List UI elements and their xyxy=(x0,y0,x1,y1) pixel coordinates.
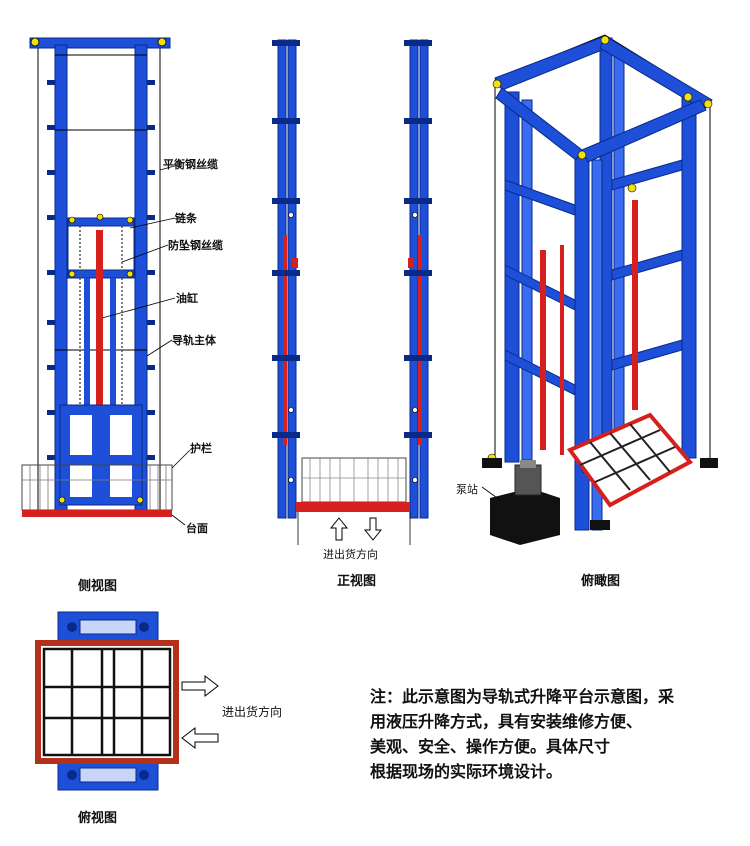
note-line-1: 注：此示意图为导轨式升降平台示意图，采 xyxy=(370,687,675,706)
label-cylinder: 油缸 xyxy=(176,292,198,305)
label-pump-station: 泵站 xyxy=(456,483,478,496)
caption-iso-view: 俯瞰图 xyxy=(581,574,621,589)
front-view-drawing xyxy=(272,39,432,545)
top-view-drawing xyxy=(35,611,219,791)
side-view-drawing xyxy=(21,37,191,526)
note-line-3: 美观、安全、操作方便。具体尺寸 xyxy=(370,737,611,756)
caption-top-view: 俯视图 xyxy=(78,811,118,826)
note-line-2: 用液压升降方式，具有安装维修方便、 xyxy=(370,712,643,731)
caption-front-view: 正视图 xyxy=(337,574,377,589)
label-chain: 链条 xyxy=(175,212,197,225)
label-fall-cable: 防坠钢丝缆 xyxy=(168,239,223,252)
label-guardrail: 护栏 xyxy=(190,442,212,455)
label-top-direction: 进出货方向 xyxy=(222,705,283,719)
label-front-direction: 进出货方向 xyxy=(323,548,378,561)
note-line-4: 根据现场的实际环境设计。 xyxy=(370,762,563,781)
caption-side-view: 侧视图 xyxy=(78,579,118,594)
label-rail: 导轨主体 xyxy=(172,334,216,347)
iso-view-drawing xyxy=(481,34,718,545)
label-platform: 台面 xyxy=(186,522,208,535)
note-text: 注：此示意图为导轨式升降平台示意图，采 用液压升降方式，具有安装维修方便、 美观… xyxy=(370,684,710,784)
label-balance-cable: 平衡钢丝缆 xyxy=(163,158,218,171)
